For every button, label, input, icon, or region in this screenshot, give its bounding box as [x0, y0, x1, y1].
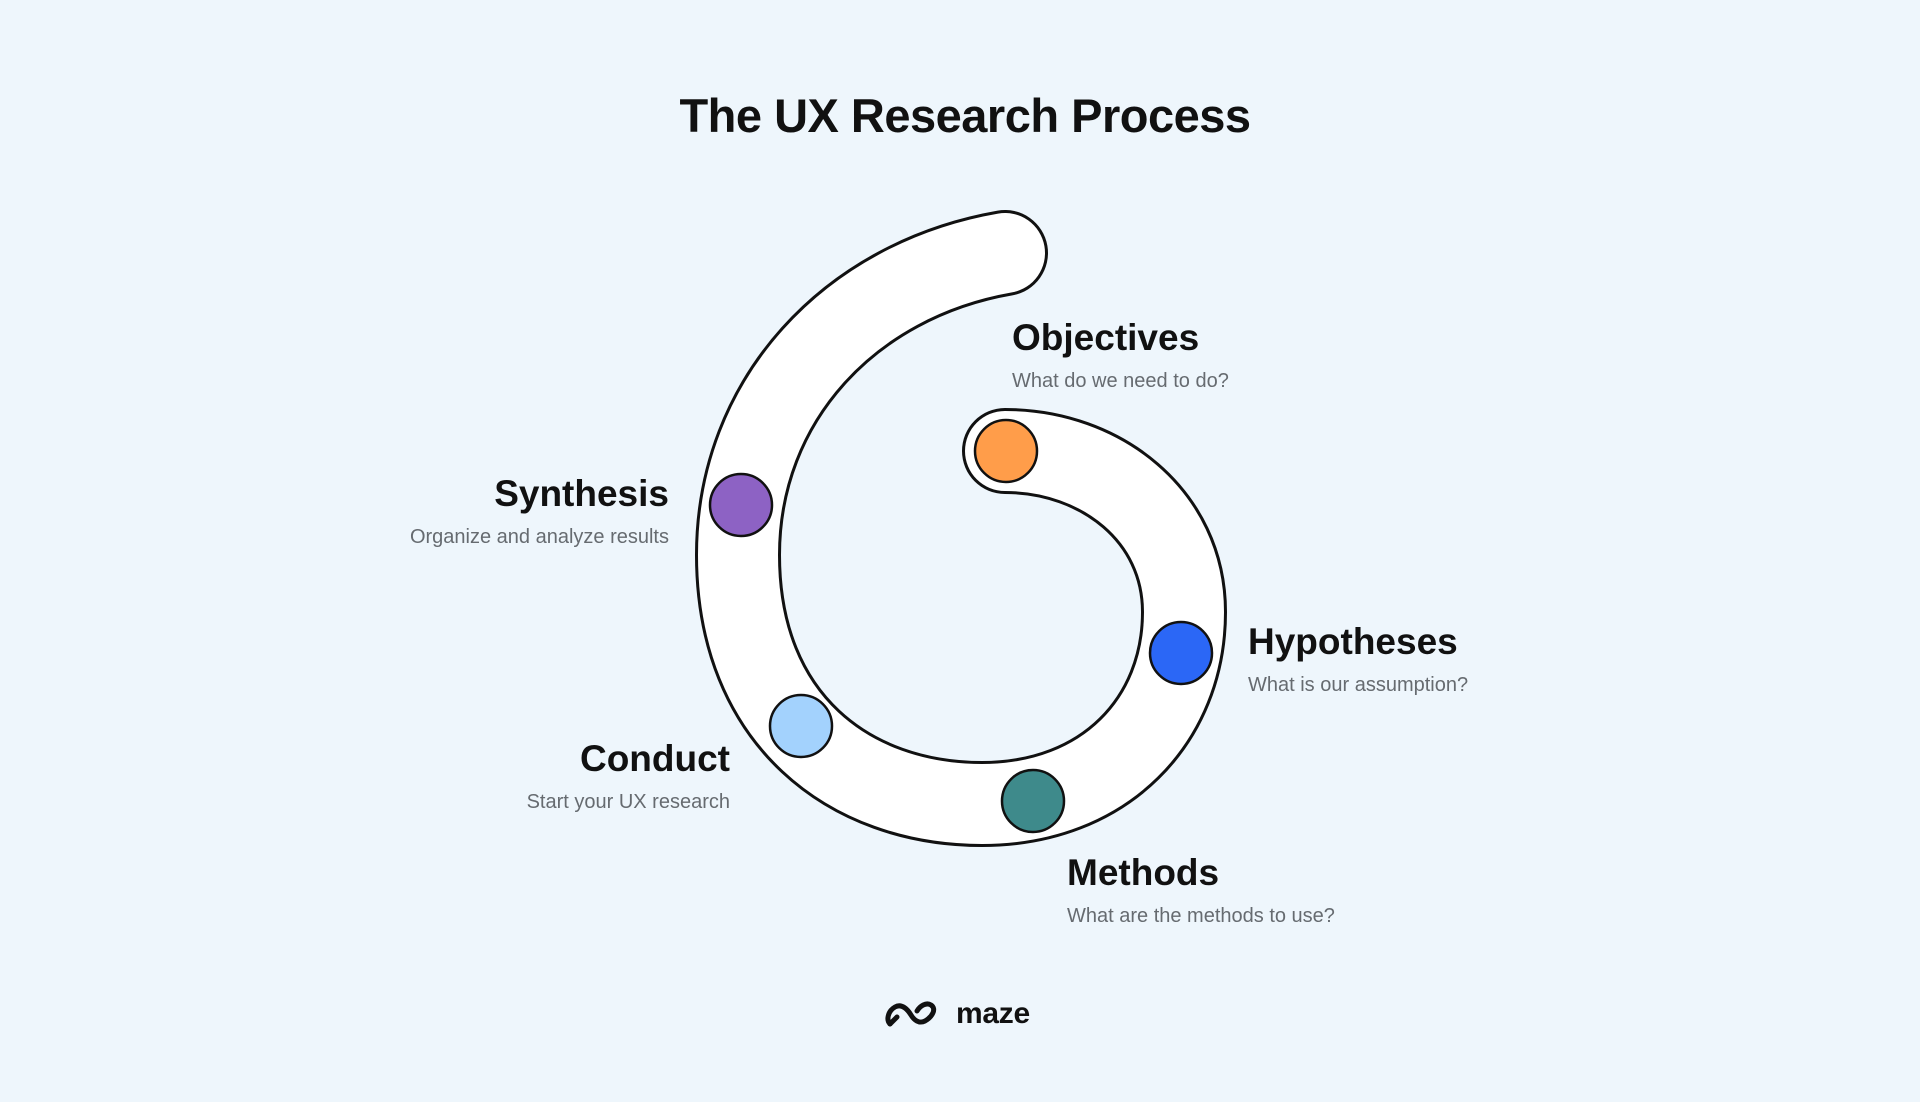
step-objectives: Objectives What do we need to do?	[1012, 316, 1229, 394]
logo-text: maze	[956, 997, 1030, 1030]
step-hypotheses: Hypotheses What is our assumption?	[1248, 620, 1468, 698]
maze-logo-icon	[885, 1001, 937, 1027]
maze-logo: maze	[884, 994, 1030, 1034]
hypotheses-marker	[1148, 620, 1214, 686]
spiral-track	[697, 213, 1225, 845]
step-description: What is our assumption?	[1248, 674, 1469, 696]
methods-marker	[1000, 768, 1066, 834]
step-description: What do we need to do?	[1012, 370, 1229, 392]
step-synthesis: Synthesis Organize and analyze results	[368, 472, 669, 550]
step-label: Conduct	[579, 738, 730, 779]
step-description: Start your UX research	[526, 791, 730, 813]
step-description: Organize and analyze results	[409, 526, 669, 548]
synthesis-marker	[708, 472, 774, 538]
objectives-marker	[973, 418, 1039, 484]
conduct-marker	[768, 693, 834, 759]
step-methods: Methods What are the methods to use?	[1067, 851, 1335, 929]
step-conduct: Conduct Start your UX research	[417, 737, 730, 815]
page-title: The UX Research Process	[679, 89, 1251, 142]
step-label: Hypotheses	[1248, 621, 1458, 662]
step-label: Methods	[1067, 852, 1220, 893]
step-label: Synthesis	[494, 473, 669, 514]
step-label: Objectives	[1012, 317, 1200, 358]
step-description: What are the methods to use?	[1067, 905, 1335, 927]
